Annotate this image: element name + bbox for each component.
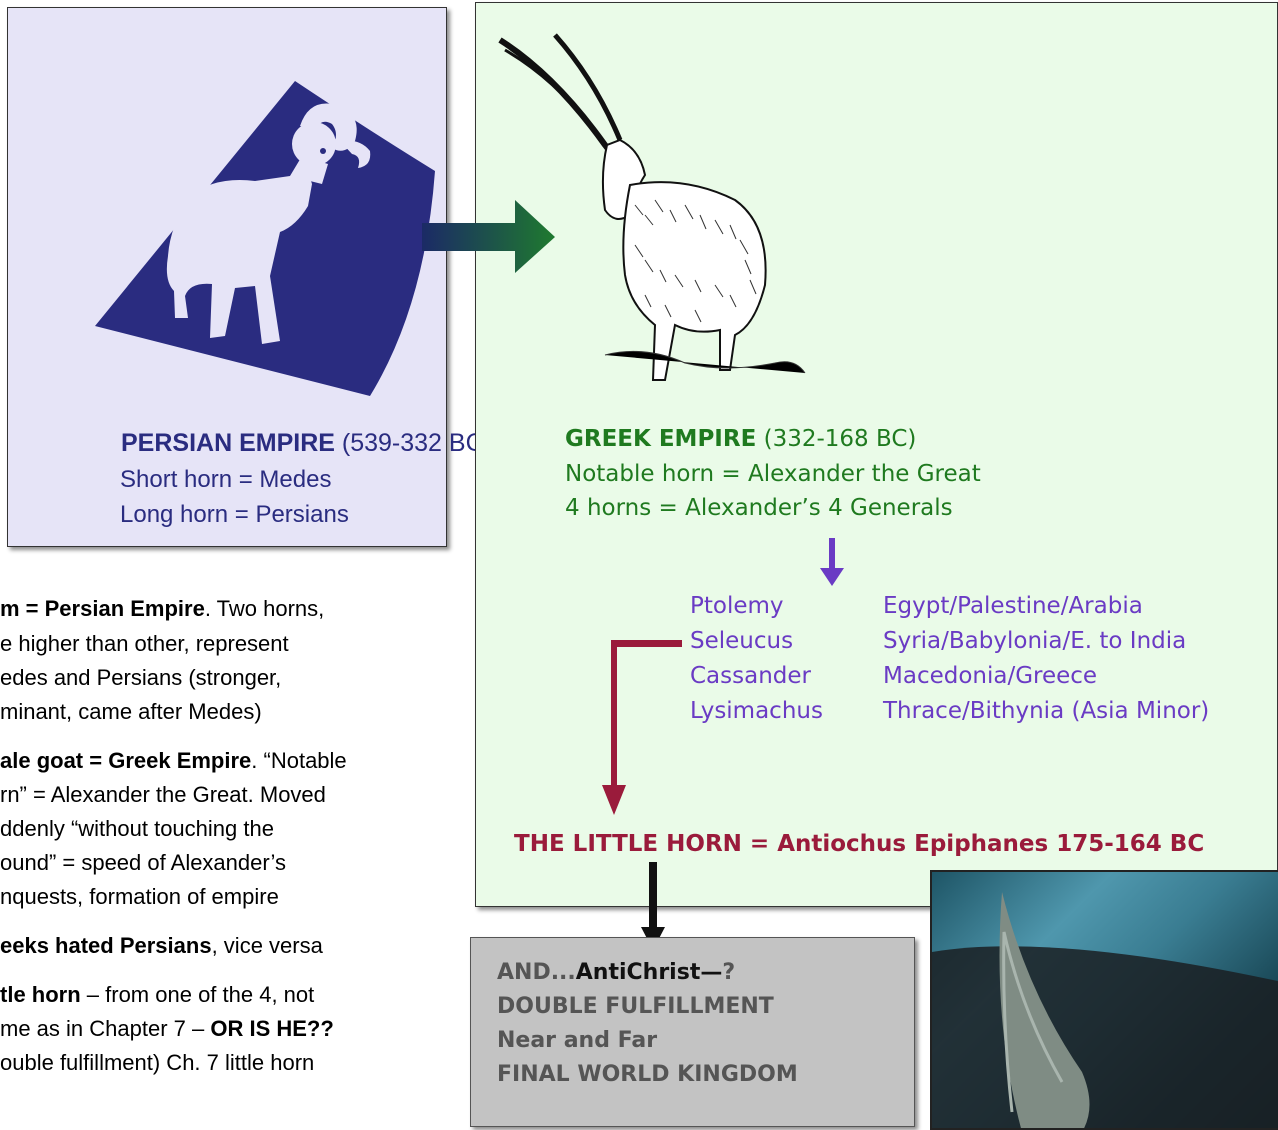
note-line: ddenly “without touching the [0,816,274,841]
general-name: Lysimachus [690,698,823,724]
general-name: Seleucus [690,628,794,654]
horn-photo [930,870,1278,1130]
general-name: Cassander [690,663,811,689]
general-territory: Macedonia/Greece [883,663,1098,689]
persian-short-horn-label: Short horn = Medes [120,466,332,493]
near-and-far-label: Near and Far [497,1028,658,1053]
little-horn-title: THE LITTLE HORN = Antiochus Epiphanes 17… [514,831,1205,857]
antichrist-panel [470,937,915,1127]
greek-notable-horn-label: Notable horn = Alexander the Great [565,461,981,487]
double-fulfillment-label: DOUBLE FULFILLMENT [497,994,774,1019]
greek-four-horns-label: 4 horns = Alexander’s 4 Generals [565,495,953,521]
persian-long-horn-label: Long horn = Persians [120,501,349,528]
generals-down-arrow-icon [820,538,844,586]
ram-emblem-icon [95,81,435,396]
note-line: ouble fulfillment) Ch. 7 little horn [0,1050,315,1075]
note-ram-line: m = Persian Empire. Two horns, [0,596,325,621]
final-world-kingdom-label: FINAL WORLD KINGDOM [497,1062,798,1087]
horn-image-icon [932,892,1278,1128]
seleucus-to-little-horn-arrow-icon [602,640,682,815]
greek-empire-title: GREEK EMPIRE (332-168 BC) [565,426,917,452]
persian-empire-panel: PERSIAN EMPIRE (539-332 BC) [7,7,492,547]
general-territory: Egypt/Palestine/Arabia [883,593,1143,619]
little-horn-down-arrow-icon [641,862,665,950]
persian-empire-title: PERSIAN EMPIRE (539-332 BC) [121,429,492,457]
general-territory: Thrace/Bithynia (Asia Minor) [883,698,1210,724]
note-goat-line: ale goat = Greek Empire. “Notable [0,748,347,773]
note-line: minant, came after Medes) [0,699,262,724]
note-line: nquests, formation of empire [0,884,279,909]
note-line: me as in Chapter 7 – OR IS HE?? [0,1016,334,1041]
goat-illustration-icon [498,33,806,381]
note-line: rn” = Alexander the Great. Moved [0,782,326,807]
note-line: edes and Persians (stronger, [0,665,282,690]
antichrist-question: AND...AntiChrist—? [497,960,736,985]
general-territory: Syria/Babylonia/E. to India [883,628,1187,654]
note-little-horn-line: tle horn – from one of the 4, not [0,982,315,1007]
note-line: e higher than other, represent [0,631,289,656]
note-greeks-line: eeks hated Persians, vice versa [0,933,323,958]
persian-to-greek-arrow-icon [422,200,555,273]
note-line: ound” = speed of Alexander’s [0,850,287,875]
general-name: Ptolemy [690,593,784,619]
